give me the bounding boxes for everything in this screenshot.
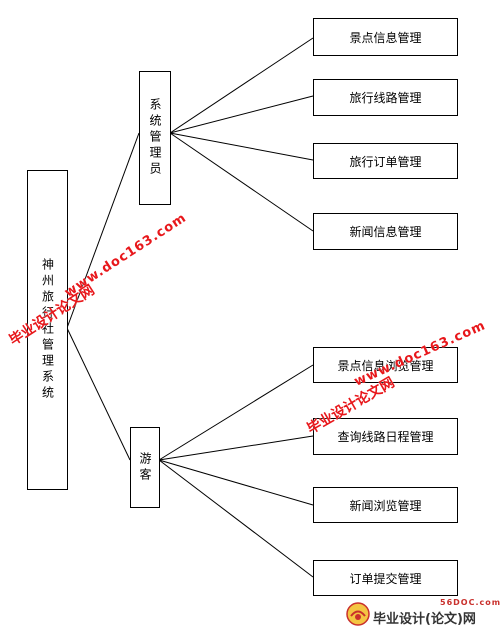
footer-logo: 56DOC.com 毕业设计(论文)网 (345, 598, 500, 628)
visitor-module-node: 新闻浏览管理 (313, 487, 458, 523)
admin-module-label: 旅行订单管理 (349, 154, 422, 169)
role-node-visitor-label: 游客 (138, 451, 152, 484)
visitor-module-label: 新闻浏览管理 (349, 498, 422, 513)
visitor-module-node: 景点信息浏览管理 (313, 347, 458, 383)
role-node-visitor: 游客 (130, 427, 160, 508)
visitor-module-label: 查询线路日程管理 (337, 430, 434, 444)
logo-icon (346, 602, 370, 626)
admin-module-label: 旅行线路管理 (349, 91, 422, 105)
admin-module-node: 景点信息管理 (313, 18, 458, 56)
admin-module-node: 旅行订单管理 (313, 143, 458, 179)
admin-module-node: 新闻信息管理 (313, 213, 458, 250)
visitor-module-label: 景点信息浏览管理 (337, 358, 434, 373)
visitor-module-node: 订单提交管理 (313, 560, 458, 596)
role-node-admin: 系统管理员 (139, 71, 171, 205)
footer-name: 毕业设计(论文)网 (373, 612, 476, 627)
root-node: 神州旅行社管理系统 (27, 170, 68, 490)
visitor-module-label: 订单提交管理 (349, 571, 422, 586)
admin-module-node: 旅行线路管理 (313, 79, 458, 116)
footer-site: 56DOC.com (440, 598, 502, 607)
admin-module-label: 新闻信息管理 (349, 225, 422, 239)
role-node-admin-label: 系统管理员 (148, 98, 162, 178)
visitor-module-node: 查询线路日程管理 (313, 418, 458, 455)
admin-module-label: 景点信息管理 (349, 30, 422, 45)
root-node-label: 神州旅行社管理系统 (40, 258, 55, 402)
